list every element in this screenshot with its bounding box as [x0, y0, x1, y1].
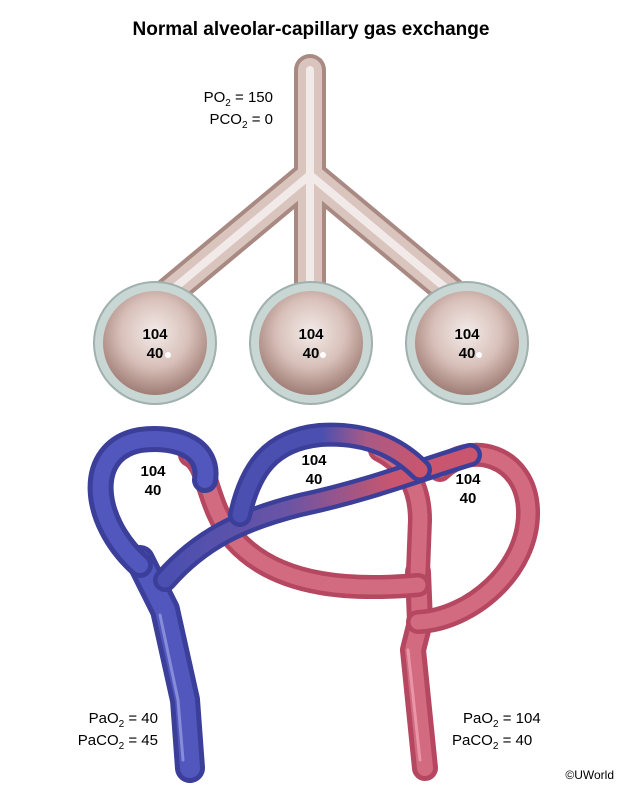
- venous-pao2-label: PaO2 = 40: [88, 710, 158, 730]
- alveolus-right: [405, 281, 529, 405]
- alveolus-left-po2: 104: [142, 326, 168, 343]
- copyright-notice: ©UWorld: [565, 768, 614, 782]
- diagram-title: Normal alveolar-capillary gas exchange: [132, 19, 490, 40]
- alveolus-left-values: 104 40: [130, 325, 180, 363]
- arterial-pao2-label: PaO2 = 104: [463, 710, 541, 730]
- airway-po2-label: PO2 = 150: [203, 89, 273, 109]
- capillary-left-values: 104 40: [128, 462, 178, 500]
- capillary-middle-pco2: 40: [305, 471, 323, 488]
- capillary-right-po2: 104: [455, 471, 481, 488]
- alveolus-right-po2: 104: [454, 326, 480, 343]
- airway-tree: [144, 54, 476, 316]
- venous-paco2-label: PaCO2 = 45: [77, 732, 158, 752]
- capillary-network: [87, 422, 540, 783]
- alveolus-right-pco2: 40: [458, 345, 476, 362]
- alveolus-right-values: 104 40: [442, 325, 492, 363]
- alveolus-middle-values: 104 40: [286, 325, 336, 363]
- capillary-left-pco2: 40: [144, 482, 162, 499]
- alveolus-middle: [249, 281, 373, 405]
- alveolus-left: [93, 281, 217, 405]
- capillary-right-values: 104 40: [443, 470, 493, 508]
- capillary-middle-values: 104 40: [289, 451, 339, 489]
- capillary-right-pco2: 40: [459, 490, 477, 507]
- capillary-middle-po2: 104: [301, 452, 327, 469]
- alveolus-left-pco2: 40: [146, 345, 164, 362]
- alveolus-middle-po2: 104: [298, 326, 324, 343]
- arterial-paco2-label: PaCO2 = 40: [452, 732, 533, 752]
- capillary-left-po2: 104: [140, 463, 166, 480]
- alveolus-middle-pco2: 40: [302, 345, 320, 362]
- airway-pco2-label: PCO2 = 0: [209, 111, 273, 131]
